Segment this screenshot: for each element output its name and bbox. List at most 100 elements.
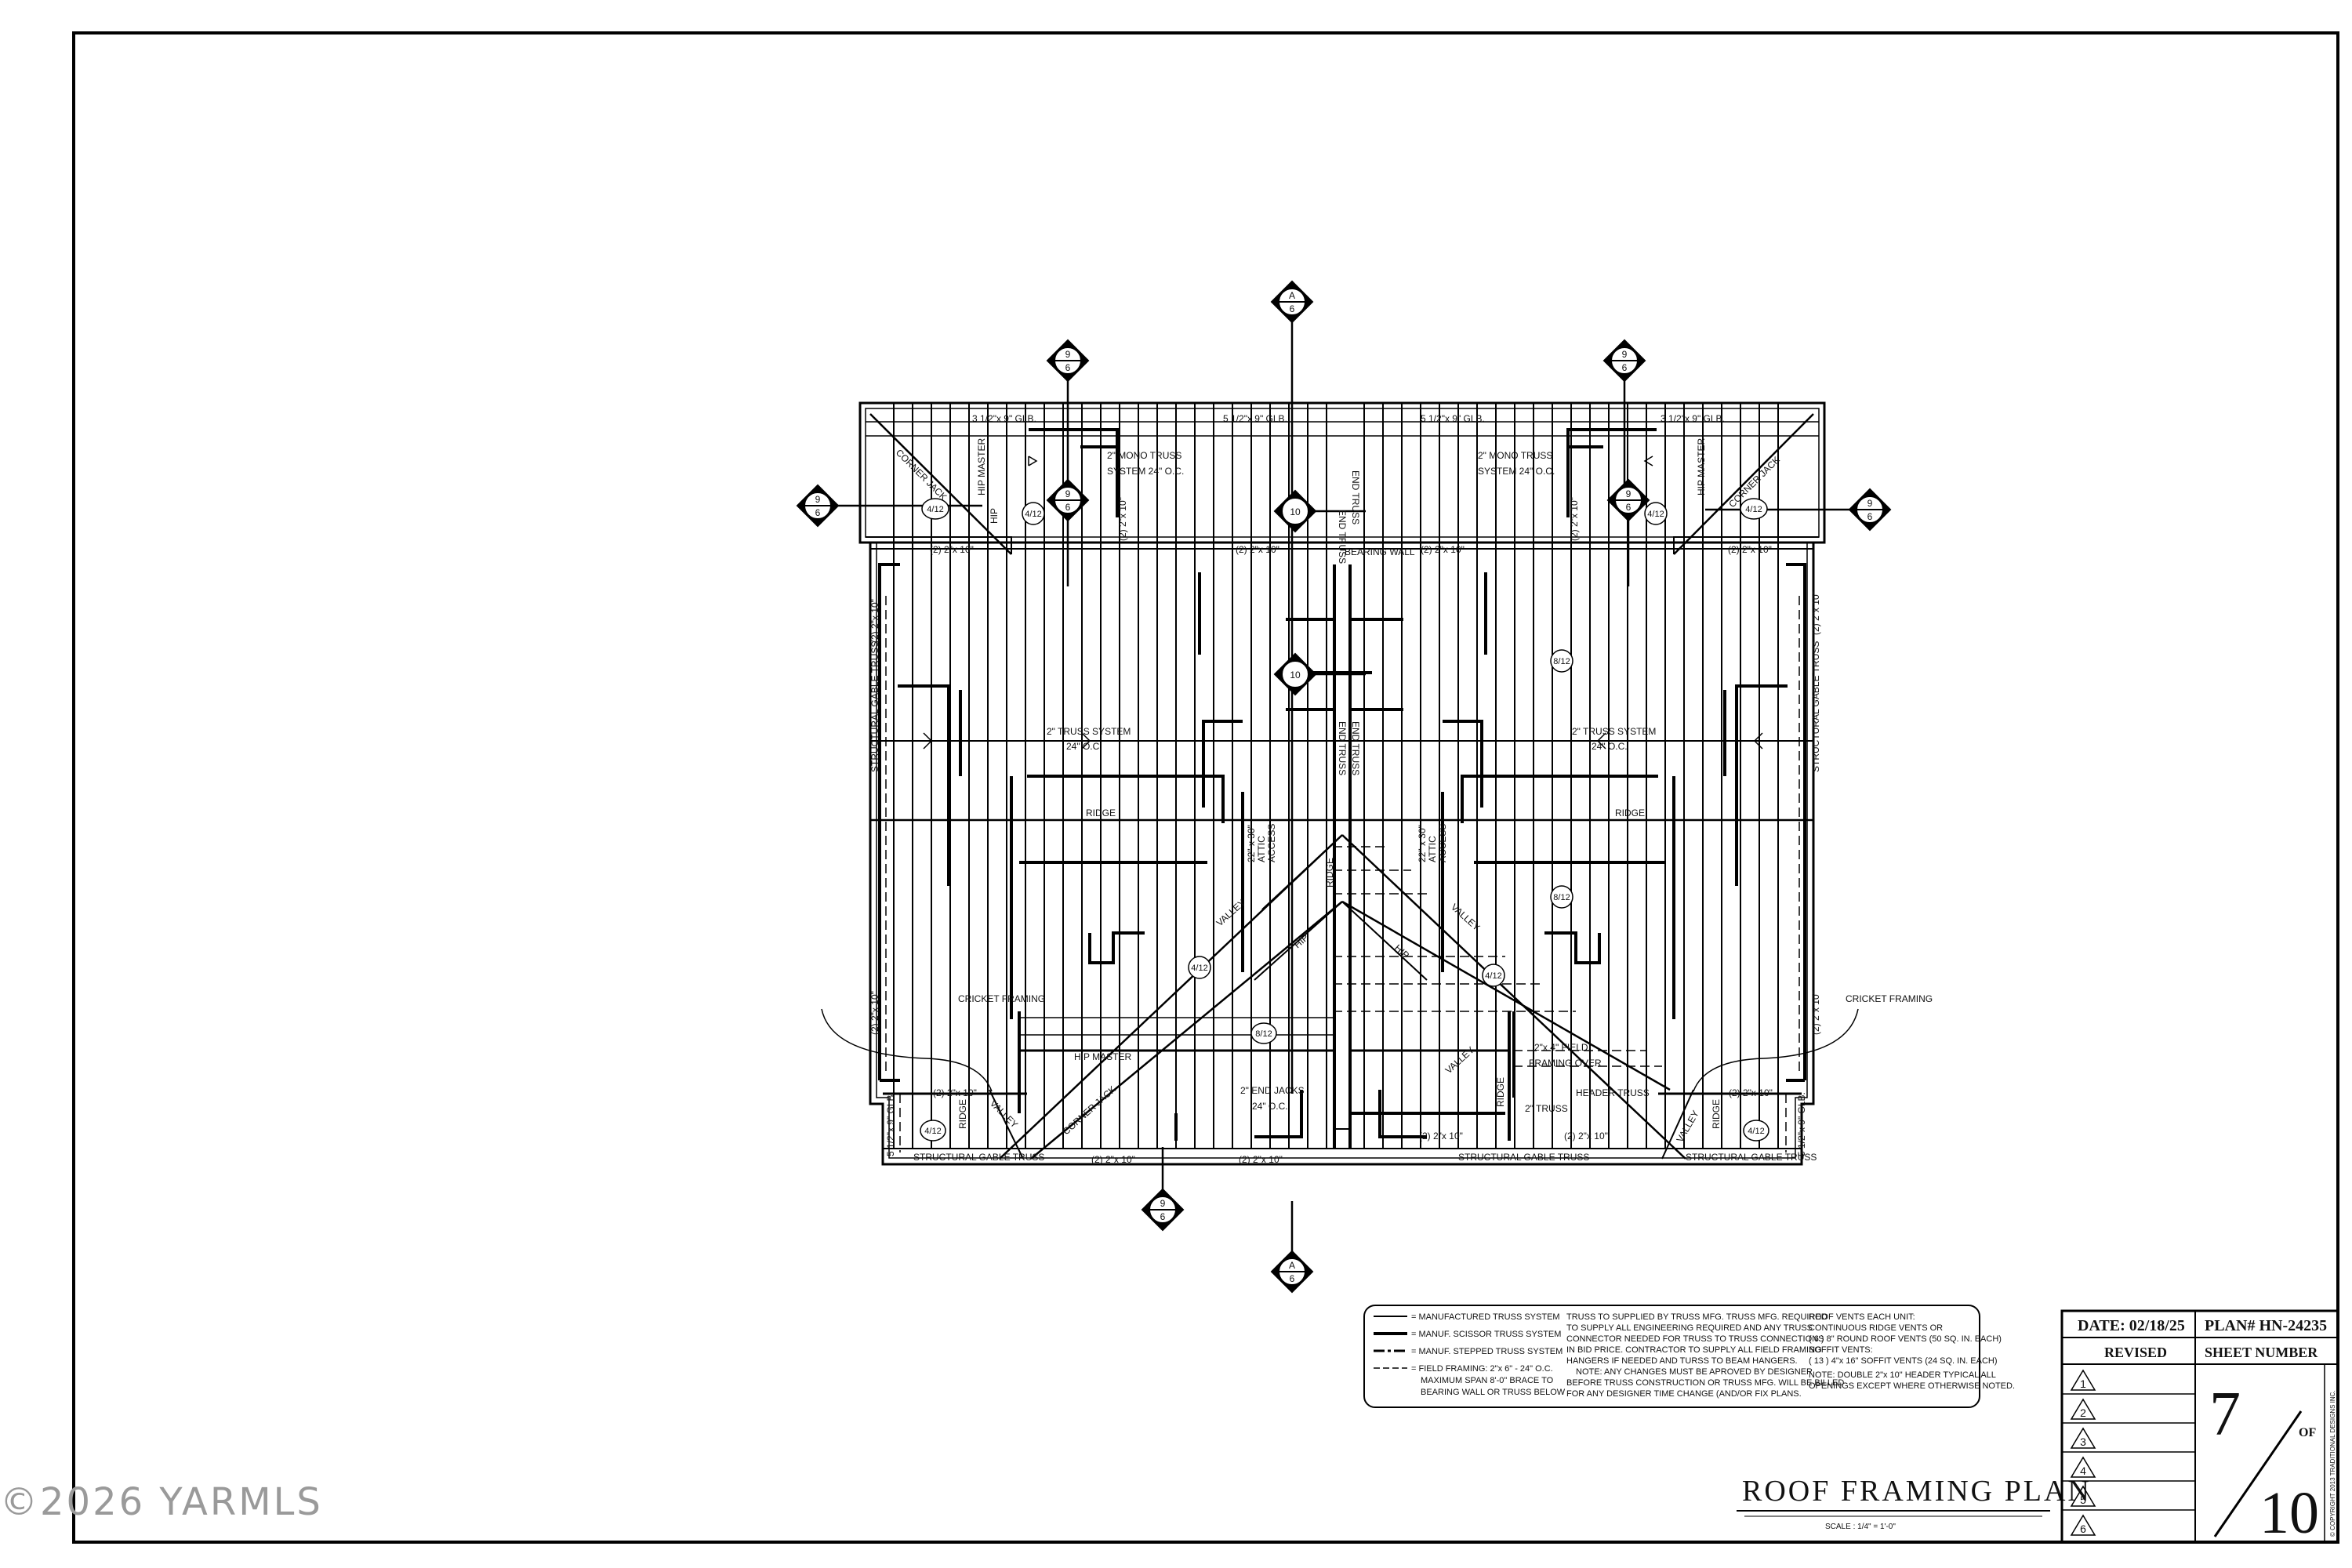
svg-text:CORNER JACK: CORNER JACK — [1061, 1083, 1118, 1137]
svg-text:RIDGE: RIDGE — [957, 1099, 968, 1129]
svg-text:6: 6 — [1160, 1211, 1166, 1222]
svg-text:(2) 2"x 10": (2) 2"x 10" — [1236, 544, 1279, 555]
svg-text:© COPYRIGHT 2013 TRADITIONAL D: © COPYRIGHT 2013 TRADITIONAL DESIGNS INC… — [2329, 1390, 2336, 1537]
svg-text:STRUCTURAL GABLE TRUSS: STRUCTURAL GABLE TRUSS — [1686, 1152, 1817, 1163]
svg-text:6: 6 — [815, 507, 821, 518]
svg-text:ROOF VENTS EACH UNIT:: ROOF VENTS EACH UNIT: — [1809, 1312, 1915, 1322]
svg-text:6: 6 — [1290, 1273, 1295, 1284]
svg-text:MAXIMUM SPAN 8'-0" BRACE TO: MAXIMUM SPAN 8'-0" BRACE TO — [1421, 1376, 1554, 1385]
svg-text:(2) 2"x 10": (2) 2"x 10" — [1564, 1131, 1608, 1142]
svg-text:VALLEY: VALLEY — [1674, 1109, 1700, 1145]
svg-text:2" MONO TRUSS: 2" MONO TRUSS — [1107, 450, 1181, 461]
svg-text:SYSTEM 24" O.C.: SYSTEM 24" O.C. — [1107, 466, 1184, 477]
roof-eave-outline — [858, 401, 1826, 544]
svg-text:CONTINUOUS RIDGE VENTS OR: CONTINUOUS RIDGE VENTS OR — [1809, 1323, 1943, 1333]
svg-text:END TRUSS: END TRUSS — [1337, 510, 1348, 564]
svg-text:3 1/2"x 9" GLB.: 3 1/2"x 9" GLB. — [1661, 413, 1725, 424]
svg-text:9: 9 — [1065, 349, 1071, 360]
svg-text:TRUSS TO SUPPLIED BY TRUSS MFG: TRUSS TO SUPPLIED BY TRUSS MFG. TRUSS MF… — [1566, 1312, 1828, 1322]
svg-text:A: A — [1289, 1260, 1295, 1271]
plan-text: 3 1/2"x 9" GLB. 5 1/2"x 9" GLB. 5 1/2"x … — [913, 413, 1933, 1165]
svg-text:BEARING WALL: BEARING WALL — [1345, 546, 1415, 557]
svg-text:6: 6 — [2080, 1523, 2086, 1535]
svg-text:HEADER TRUSS: HEADER TRUSS — [1576, 1087, 1650, 1098]
svg-text:SOFFIT VENTS:: SOFFIT VENTS: — [1809, 1345, 1873, 1355]
section-marker-labels: A 6 9 6 9 6 9 6 9 6 9 6 9 6 10 10 9 6 A … — [815, 290, 1873, 1284]
svg-text:= FIELD FRAMING: 2"x 6" - 24": = FIELD FRAMING: 2"x 6" - 24" O.C. — [1411, 1364, 1553, 1374]
svg-text:8/12: 8/12 — [1553, 657, 1570, 666]
svg-text:2"x 4" FIELD: 2"x 4" FIELD — [1534, 1042, 1588, 1053]
svg-text:END TRUSS: END TRUSS — [1350, 721, 1361, 775]
svg-text:FRAMING OVER: FRAMING OVER — [1529, 1058, 1602, 1069]
svg-text:6: 6 — [1065, 362, 1071, 373]
svg-text:RIDGE: RIDGE — [1711, 1099, 1722, 1129]
svg-text:4: 4 — [2080, 1465, 2086, 1477]
svg-text:(2) 2"x 10": (2) 2"x 10" — [1117, 497, 1128, 541]
svg-text:VALLEY: VALLEY — [1443, 1044, 1476, 1076]
svg-text:( 6 ) 8" ROUND ROOF VENTS (50: ( 6 ) 8" ROUND ROOF VENTS (50 SQ. IN. EA… — [1809, 1334, 2002, 1344]
svg-text:CRICKET FRAMING: CRICKET FRAMING — [958, 993, 1045, 1004]
svg-text:5 1/2"x 9" GLB.: 5 1/2"x 9" GLB. — [1796, 1092, 1807, 1156]
svg-text:(2) 2"x 10": (2) 2"x 10" — [869, 991, 880, 1035]
roof-body-outline — [869, 543, 1815, 1166]
sheet-border — [72, 31, 2339, 1544]
svg-text:5 1/2"x 9" GLB.: 5 1/2"x 9" GLB. — [1421, 413, 1485, 424]
svg-text:(2) 2"x 10": (2) 2"x 10" — [1421, 544, 1465, 555]
svg-text:3 1/2"x 9" GLB.: 3 1/2"x 9" GLB. — [972, 413, 1036, 424]
svg-text:( 13 ) 4"x 16" SOFFIT VENTS (2: ( 13 ) 4"x 16" SOFFIT VENTS (24 SQ. IN. … — [1809, 1356, 1998, 1366]
title-block — [2060, 1309, 2339, 1544]
svg-text:9: 9 — [1065, 488, 1071, 499]
svg-text:4/12: 4/12 — [1025, 510, 1041, 519]
svg-text:HIP MASTER: HIP MASTER — [1074, 1051, 1131, 1062]
svg-text:6: 6 — [1622, 362, 1628, 373]
svg-text:(2) 2"x 10": (2) 2"x 10" — [1810, 991, 1821, 1035]
svg-text:22" x 30": 22" x 30" — [1417, 825, 1428, 862]
svg-text:24" O.C.: 24" O.C. — [1252, 1101, 1288, 1112]
svg-text:9: 9 — [1160, 1198, 1166, 1209]
svg-text:HIP MASTER: HIP MASTER — [1696, 438, 1707, 495]
svg-text:HANGERS IF NEEDED AND TURSS TO: HANGERS IF NEEDED AND TURSS TO BEAM HANG… — [1566, 1356, 1798, 1366]
svg-text:HIP: HIP — [989, 508, 1000, 524]
svg-text:2" TRUSS: 2" TRUSS — [1525, 1103, 1568, 1114]
svg-text:ATTIC: ATTIC — [1427, 836, 1438, 862]
svg-text:OF: OF — [2299, 1426, 2316, 1439]
svg-text:9: 9 — [815, 494, 821, 505]
svg-text:SCALE : 1/4" = 1'-0": SCALE : 1/4" = 1'-0" — [1825, 1523, 1896, 1531]
roof-plan — [821, 401, 1859, 1166]
svg-text:DATE: 02/18/25: DATE: 02/18/25 — [2078, 1317, 2185, 1334]
svg-text:2" MONO TRUSS: 2" MONO TRUSS — [1478, 450, 1552, 461]
svg-text:4/12: 4/12 — [924, 1127, 941, 1136]
svg-text:3: 3 — [2080, 1436, 2086, 1448]
svg-text:6: 6 — [1290, 303, 1295, 314]
drawing-title: ROOF FRAMING PLAN SCALE : 1/4" = 1'-0" — [1737, 1475, 2092, 1531]
legend-box: = MANUFACTURED TRUSS SYSTEM = MANUF. SCI… — [1363, 1305, 2015, 1408]
svg-text:ACCESS: ACCESS — [1437, 824, 1448, 862]
svg-text:BEFORE TRUSS CONSTRUCTION OR T: BEFORE TRUSS CONSTRUCTION OR TRUSS MFG. … — [1566, 1378, 1844, 1388]
svg-text:6: 6 — [1867, 511, 1873, 522]
svg-text:STRUCTURAL GABLE TRUSS: STRUCTURAL GABLE TRUSS — [1810, 641, 1821, 772]
svg-text:24" O.C.: 24" O.C. — [1592, 741, 1628, 752]
svg-text:(2) 2"x 10": (2) 2"x 10" — [1810, 591, 1821, 635]
svg-text:= MANUF. STEPPED TRUSS SYSTEM: = MANUF. STEPPED TRUSS SYSTEM — [1411, 1347, 1563, 1356]
svg-text:CRICKET FRAMING: CRICKET FRAMING — [1846, 993, 1933, 1004]
svg-text:4/12: 4/12 — [1485, 971, 1501, 981]
svg-text:HIP MASTER: HIP MASTER — [976, 438, 987, 495]
svg-text:CORNER JACK: CORNER JACK — [894, 447, 949, 503]
svg-text:RIDGE: RIDGE — [1495, 1077, 1506, 1107]
svg-text:BEARING WALL OR TRUSS BELOW: BEARING WALL OR TRUSS BELOW — [1421, 1388, 1566, 1397]
svg-text:ATTIC: ATTIC — [1256, 836, 1267, 862]
svg-text:ROOF FRAMING PLAN: ROOF FRAMING PLAN — [1742, 1475, 2092, 1508]
svg-text:9: 9 — [1867, 498, 1873, 509]
svg-text:CONNECTOR NEEDED FOR TRUSS TO: CONNECTOR NEEDED FOR TRUSS TO TRUSS CONN… — [1566, 1334, 1824, 1344]
svg-text:6: 6 — [1065, 502, 1071, 513]
title-block-text: DATE: 02/18/25 PLAN# HN-24235 REVISED SH… — [2078, 1317, 2336, 1546]
svg-text:STRUCTURAL GABLE TRUSS: STRUCTURAL GABLE TRUSS — [869, 641, 880, 772]
svg-text:8/12: 8/12 — [1553, 893, 1570, 902]
svg-text:REVISED: REVISED — [2104, 1345, 2167, 1360]
svg-text:(2) 2"x 10": (2) 2"x 10" — [1728, 544, 1772, 555]
svg-text:2" END JACKS: 2" END JACKS — [1240, 1085, 1305, 1096]
svg-text:(2) 2"x 10": (2) 2"x 10" — [1239, 1154, 1283, 1165]
svg-text:ACCESS: ACCESS — [1266, 824, 1277, 862]
svg-text:NOTE: DOUBLE 2"x 10" HEADER TY: NOTE: DOUBLE 2"x 10" HEADER TYPICAL ALL — [1809, 1370, 1996, 1380]
